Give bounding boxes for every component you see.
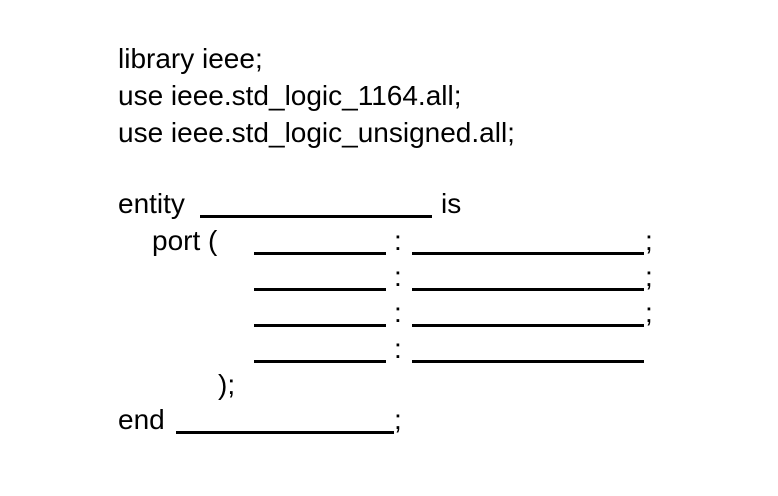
entity-name-blank[interactable] <box>200 215 432 218</box>
port-close: ); <box>218 369 236 400</box>
port-open: port ( <box>152 225 218 256</box>
port-separator-4: : <box>394 333 402 364</box>
port-name-blank-2[interactable] <box>254 288 386 291</box>
is-keyword: is <box>441 188 462 219</box>
end-keyword: end <box>118 404 165 435</box>
port-type-blank-3[interactable] <box>412 324 644 327</box>
port-name-blank-1[interactable] <box>254 252 386 255</box>
port-type-blank-4[interactable] <box>412 360 644 363</box>
port-type-blank-2[interactable] <box>412 288 644 291</box>
port-terminator-3: ; <box>645 297 653 328</box>
port-separator-3: : <box>394 297 402 328</box>
port-separator-1: : <box>394 225 402 256</box>
library-clause: library ieee; <box>118 43 263 74</box>
use-clause-unsigned: use ieee.std_logic_unsigned.all; <box>118 117 515 148</box>
port-name-blank-4[interactable] <box>254 360 386 363</box>
port-terminator-1: ; <box>645 225 653 256</box>
port-terminator-2: ; <box>645 261 653 292</box>
port-name-blank-3[interactable] <box>254 324 386 327</box>
use-clause-1164: use ieee.std_logic_1164.all; <box>118 80 462 111</box>
end-name-blank[interactable] <box>176 431 394 434</box>
end-terminator: ; <box>394 404 402 435</box>
port-type-blank-1[interactable] <box>412 252 644 255</box>
entity-keyword: entity <box>118 188 185 219</box>
port-separator-2: : <box>394 261 402 292</box>
